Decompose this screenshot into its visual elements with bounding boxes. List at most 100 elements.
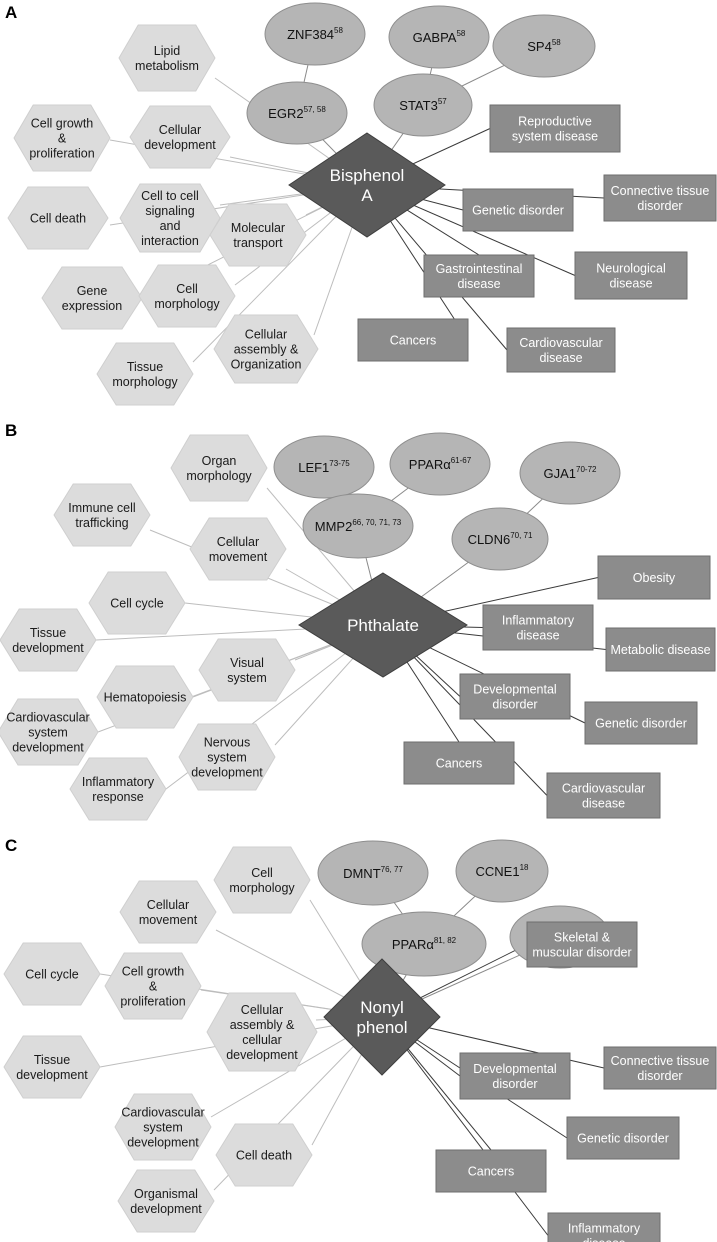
gene-reference: 66, 70, 71, 73 — [352, 518, 401, 527]
gene-label: STAT357 — [399, 97, 447, 113]
node-label-line: proliferation — [120, 995, 185, 1009]
node-label-line: assembly & — [230, 1018, 295, 1032]
node-label-line: Cellular — [245, 328, 287, 342]
disease-box: Skeletal &muscular disorder — [526, 921, 638, 968]
gene-ellipse: STAT357 — [373, 73, 473, 137]
gene-ellipse: SP458 — [492, 14, 596, 78]
box-shape — [489, 104, 621, 153]
node-label-line: Tissue — [30, 626, 66, 640]
gene-ellipse: CCNE118 — [455, 839, 549, 903]
gene-name: DMNT — [343, 866, 381, 881]
node-label-line: interaction — [141, 234, 199, 248]
ellipse-shape — [273, 435, 375, 499]
hexagon-shape — [41, 266, 143, 330]
node-label-line: Cell death — [30, 212, 86, 226]
node-label-line: metabolism — [135, 59, 199, 73]
gene-name: STAT3 — [399, 98, 438, 113]
ellipse-shape — [373, 73, 473, 137]
node-label-line: system disease — [512, 130, 598, 144]
hexagon-shape — [215, 1123, 313, 1187]
node-label-line: Genetic disorder — [595, 717, 687, 731]
node-label-line: Lipid — [154, 44, 180, 58]
hexagon-shape — [3, 1035, 101, 1099]
diamond-shape — [288, 132, 446, 238]
node-label-line: Cell growth — [122, 965, 185, 979]
hexagon-shape — [96, 665, 194, 729]
node-label-line: Developmental — [473, 683, 556, 697]
ellipse-shape — [361, 911, 487, 977]
function-hexagon: Hematopoiesis — [96, 665, 194, 729]
box-shape — [423, 254, 535, 298]
gene-name: CLDN6 — [468, 532, 511, 547]
gene-ellipse: MMP266, 70, 71, 73 — [302, 493, 414, 559]
node-label-line: Tissue — [34, 1053, 70, 1067]
gene-ellipse: PPARα81, 82 — [361, 911, 487, 977]
function-hexagon: Cell death — [7, 186, 109, 250]
node-label-line: Gene — [77, 284, 108, 298]
gene-reference: 18 — [520, 863, 529, 872]
ellipse-shape — [388, 5, 490, 69]
gene-label: SP458 — [527, 38, 561, 54]
function-hexagon: Cell death — [215, 1123, 313, 1187]
node-label-line: development — [16, 1068, 88, 1082]
connector-line — [381, 1016, 549, 1236]
node-label-line: Cell — [251, 866, 273, 880]
diamond-shape — [298, 572, 468, 678]
box-shape — [597, 555, 711, 600]
node-label-line: cellular — [242, 1033, 282, 1047]
gene-reference: 61-67 — [451, 456, 472, 465]
node-label-line: Inflammatory — [502, 614, 575, 628]
hexagon-shape — [114, 1093, 212, 1161]
node-label-line: & — [149, 980, 158, 994]
gene-reference: 58 — [552, 38, 561, 47]
hexagon-shape — [209, 203, 307, 267]
hexagon-shape — [138, 264, 236, 328]
gene-reference: 58 — [334, 26, 343, 35]
node-label-line: Cardiovascular — [562, 782, 645, 796]
node-label-line: Cardiovascular — [6, 711, 89, 725]
node-label-line: disorder — [492, 1077, 537, 1091]
gene-label: ZNF38458 — [287, 26, 343, 42]
node-label-line: Obesity — [633, 571, 676, 585]
ellipse-shape — [389, 432, 491, 496]
node-label-line: disease — [582, 797, 625, 811]
hexagon-shape — [206, 992, 318, 1072]
node-label-line: Cellular — [147, 898, 189, 912]
node-label-line: & — [58, 132, 67, 146]
node-label-line: Cell growth — [31, 117, 94, 131]
node-label-line: assembly & — [234, 343, 299, 357]
gene-reference: 70-72 — [576, 465, 597, 474]
node-label-line: Developmental — [473, 1062, 556, 1076]
hexagon-shape — [104, 952, 202, 1020]
node-label-line: system — [143, 1121, 183, 1135]
gene-name: SP4 — [527, 39, 552, 54]
node-label-line: Nervous — [204, 736, 251, 750]
gene-label: GJA170-72 — [544, 465, 598, 481]
box-shape — [603, 1046, 717, 1090]
hexagon-shape — [178, 723, 276, 791]
node-label-line: phenol — [356, 1018, 407, 1037]
gene-reference: 73-75 — [329, 459, 350, 468]
panel-letter: C — [5, 836, 17, 855]
node-label-line: proliferation — [29, 147, 94, 161]
gene-reference: 58 — [456, 29, 465, 38]
gene-label: MMP266, 70, 71, 73 — [315, 518, 402, 534]
ellipse-shape — [519, 441, 621, 505]
node-label-line: Cardiovascular — [519, 336, 602, 350]
node-label-line: disorder — [637, 1069, 682, 1083]
gene-name: PPARα — [409, 457, 451, 472]
box-shape — [574, 251, 688, 300]
node-label-line: disorder — [637, 199, 682, 213]
gene-name: GABPA — [413, 30, 457, 45]
box-shape — [435, 1149, 547, 1193]
node-label-line: A — [361, 186, 373, 205]
